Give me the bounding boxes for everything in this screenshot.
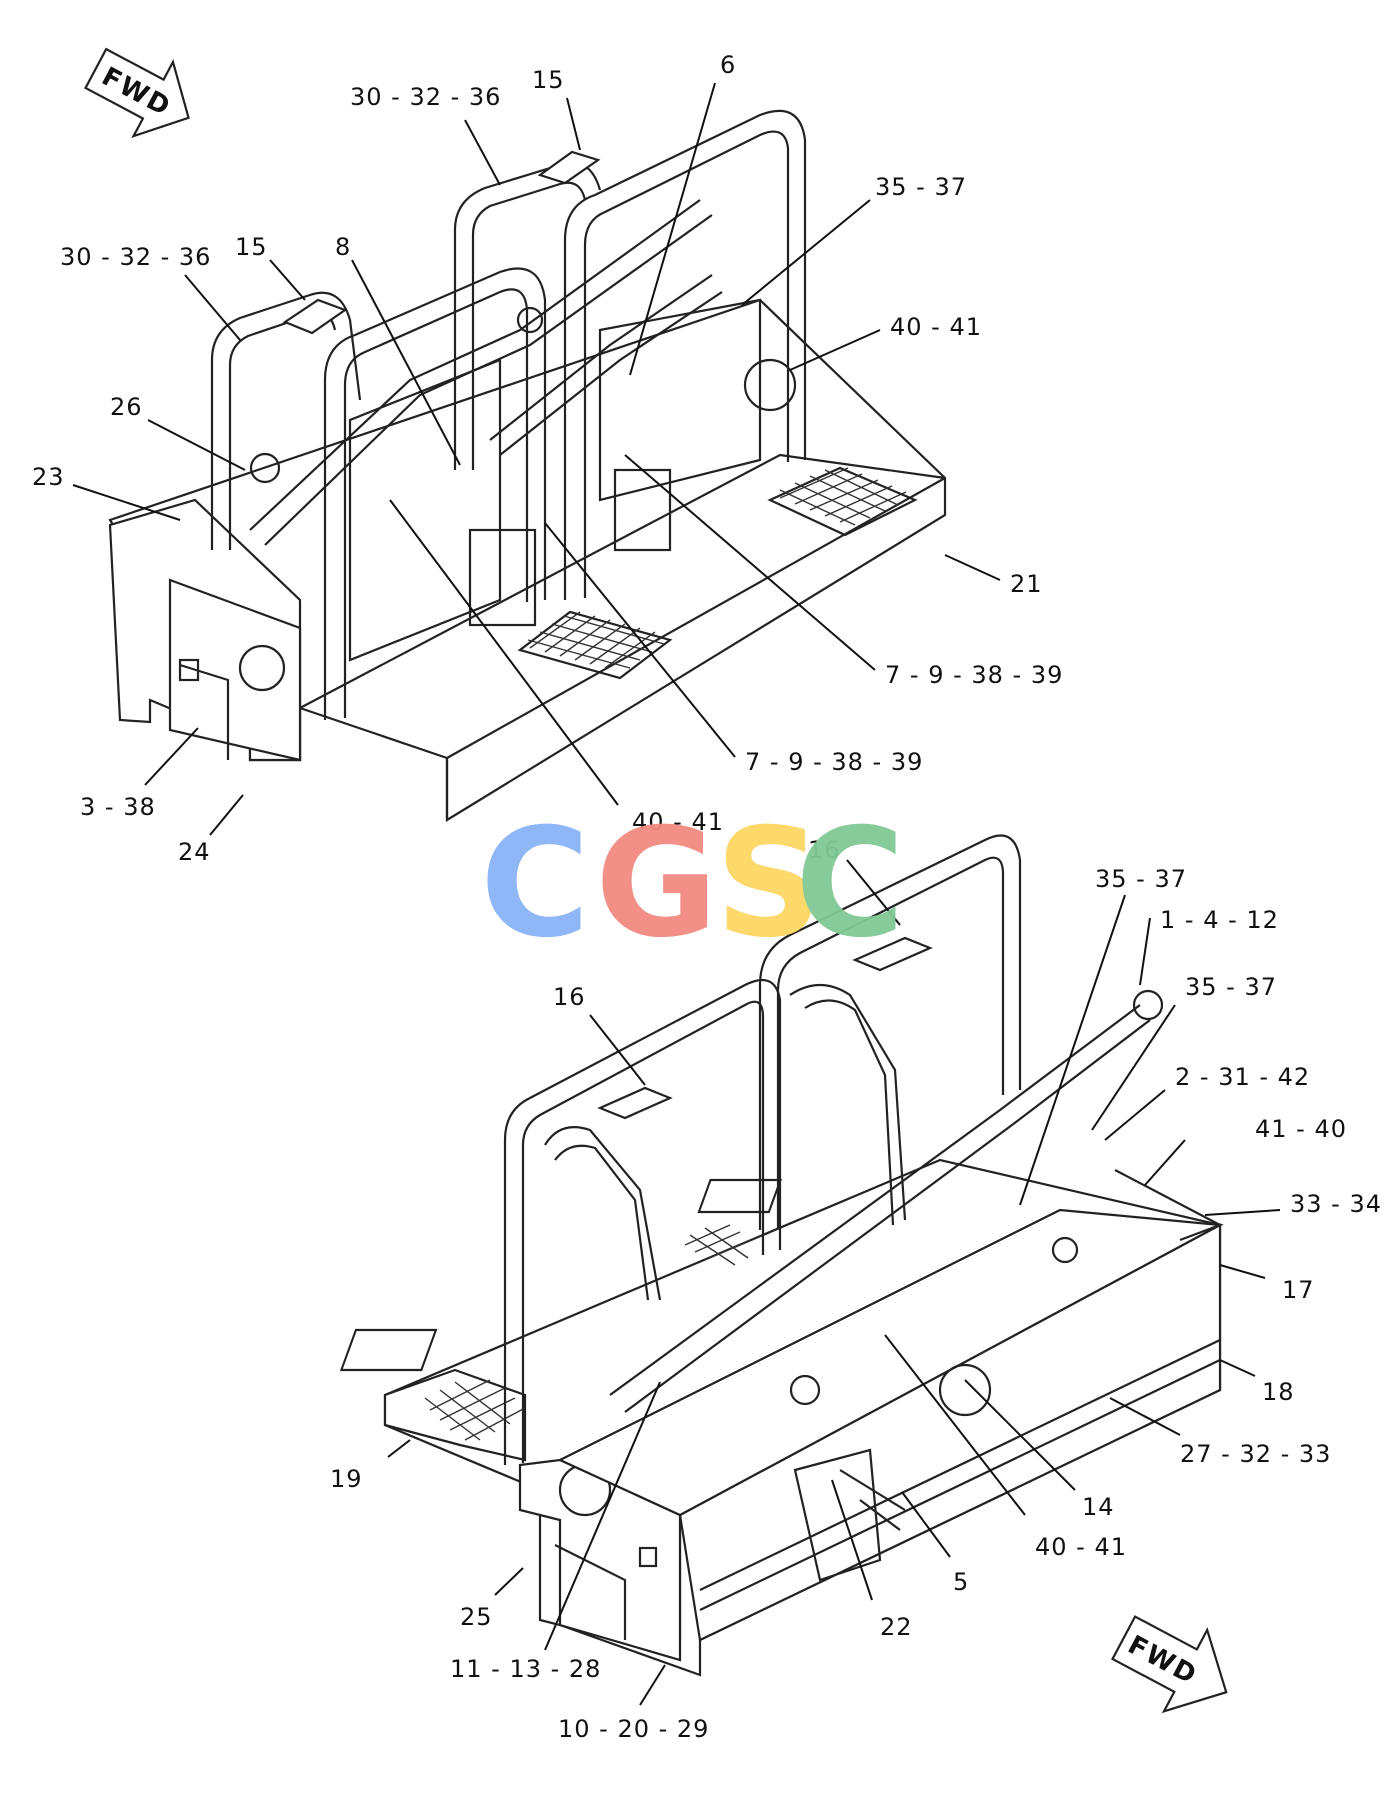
fwd-arrow-bottom: FWD <box>1111 1615 1228 1714</box>
callout: 15 <box>532 66 565 94</box>
callout: 33 - 34 <box>1290 1190 1382 1218</box>
callout: 40 - 41 <box>1035 1533 1127 1561</box>
bottom-callouts: 16 16 35 - 37 1 - 4 - 12 35 - 37 2 - 31 … <box>330 836 1382 1743</box>
callout: 30 - 32 - 36 <box>60 243 211 271</box>
callout: 26 <box>110 393 143 421</box>
top-view: FWD <box>32 47 1063 866</box>
callout: 40 - 41 <box>632 808 724 836</box>
fwd-arrow-top: FWD <box>84 47 190 139</box>
callout: 24 <box>178 838 211 866</box>
callout: 35 - 37 <box>1185 973 1277 1001</box>
cgsc-watermark: C G S C <box>480 797 905 971</box>
callout: 1 - 4 - 12 <box>1160 906 1279 934</box>
bottom-leaders <box>387 859 1281 1706</box>
top-rollbars <box>210 109 807 720</box>
callout: 14 <box>1082 1493 1115 1521</box>
top-leaders <box>72 82 1001 836</box>
watermark-letter: C <box>480 797 590 971</box>
callout: 16 <box>553 983 586 1011</box>
callout: 23 <box>32 463 65 491</box>
callout: 3 - 38 <box>80 793 156 821</box>
callout: 30 - 32 - 36 <box>350 83 501 111</box>
callout: 11 - 13 - 28 <box>450 1655 601 1683</box>
callout: 35 - 37 <box>1095 865 1187 893</box>
callout: 21 <box>1010 570 1043 598</box>
top-callouts: 30 - 32 - 36 30 - 32 - 36 15 15 6 8 35 -… <box>32 51 1063 866</box>
callout: 7 - 9 - 38 - 39 <box>745 748 923 776</box>
watermark-letter: S <box>715 797 823 971</box>
callout: 40 - 41 <box>890 313 982 341</box>
callout: 16 <box>808 836 841 864</box>
callout: 15 <box>235 233 268 261</box>
callout: 7 - 9 - 38 - 39 <box>885 661 1063 689</box>
watermark-letter: C <box>795 797 905 971</box>
callout: 10 - 20 - 29 <box>558 1715 709 1743</box>
callout: 18 <box>1262 1378 1295 1406</box>
callout: 25 <box>460 1603 493 1631</box>
callout: 19 <box>330 1465 363 1493</box>
callout: 8 <box>335 233 351 261</box>
watermark-letter: G <box>595 797 718 971</box>
callout: 27 - 32 - 33 <box>1180 1440 1331 1468</box>
bottom-rollbars <box>503 834 1164 1465</box>
callout: 2 - 31 - 42 <box>1175 1063 1310 1091</box>
bottom-view: FWD 16 16 35 - 37 <box>330 834 1382 1743</box>
callout: 22 <box>880 1613 913 1641</box>
callout: 41 - 40 <box>1255 1115 1347 1143</box>
callout: 35 - 37 <box>875 173 967 201</box>
callout: 5 <box>953 1568 969 1596</box>
callout: 6 <box>720 51 736 79</box>
callout: 17 <box>1282 1276 1315 1304</box>
bottom-frame <box>339 1158 1224 1677</box>
